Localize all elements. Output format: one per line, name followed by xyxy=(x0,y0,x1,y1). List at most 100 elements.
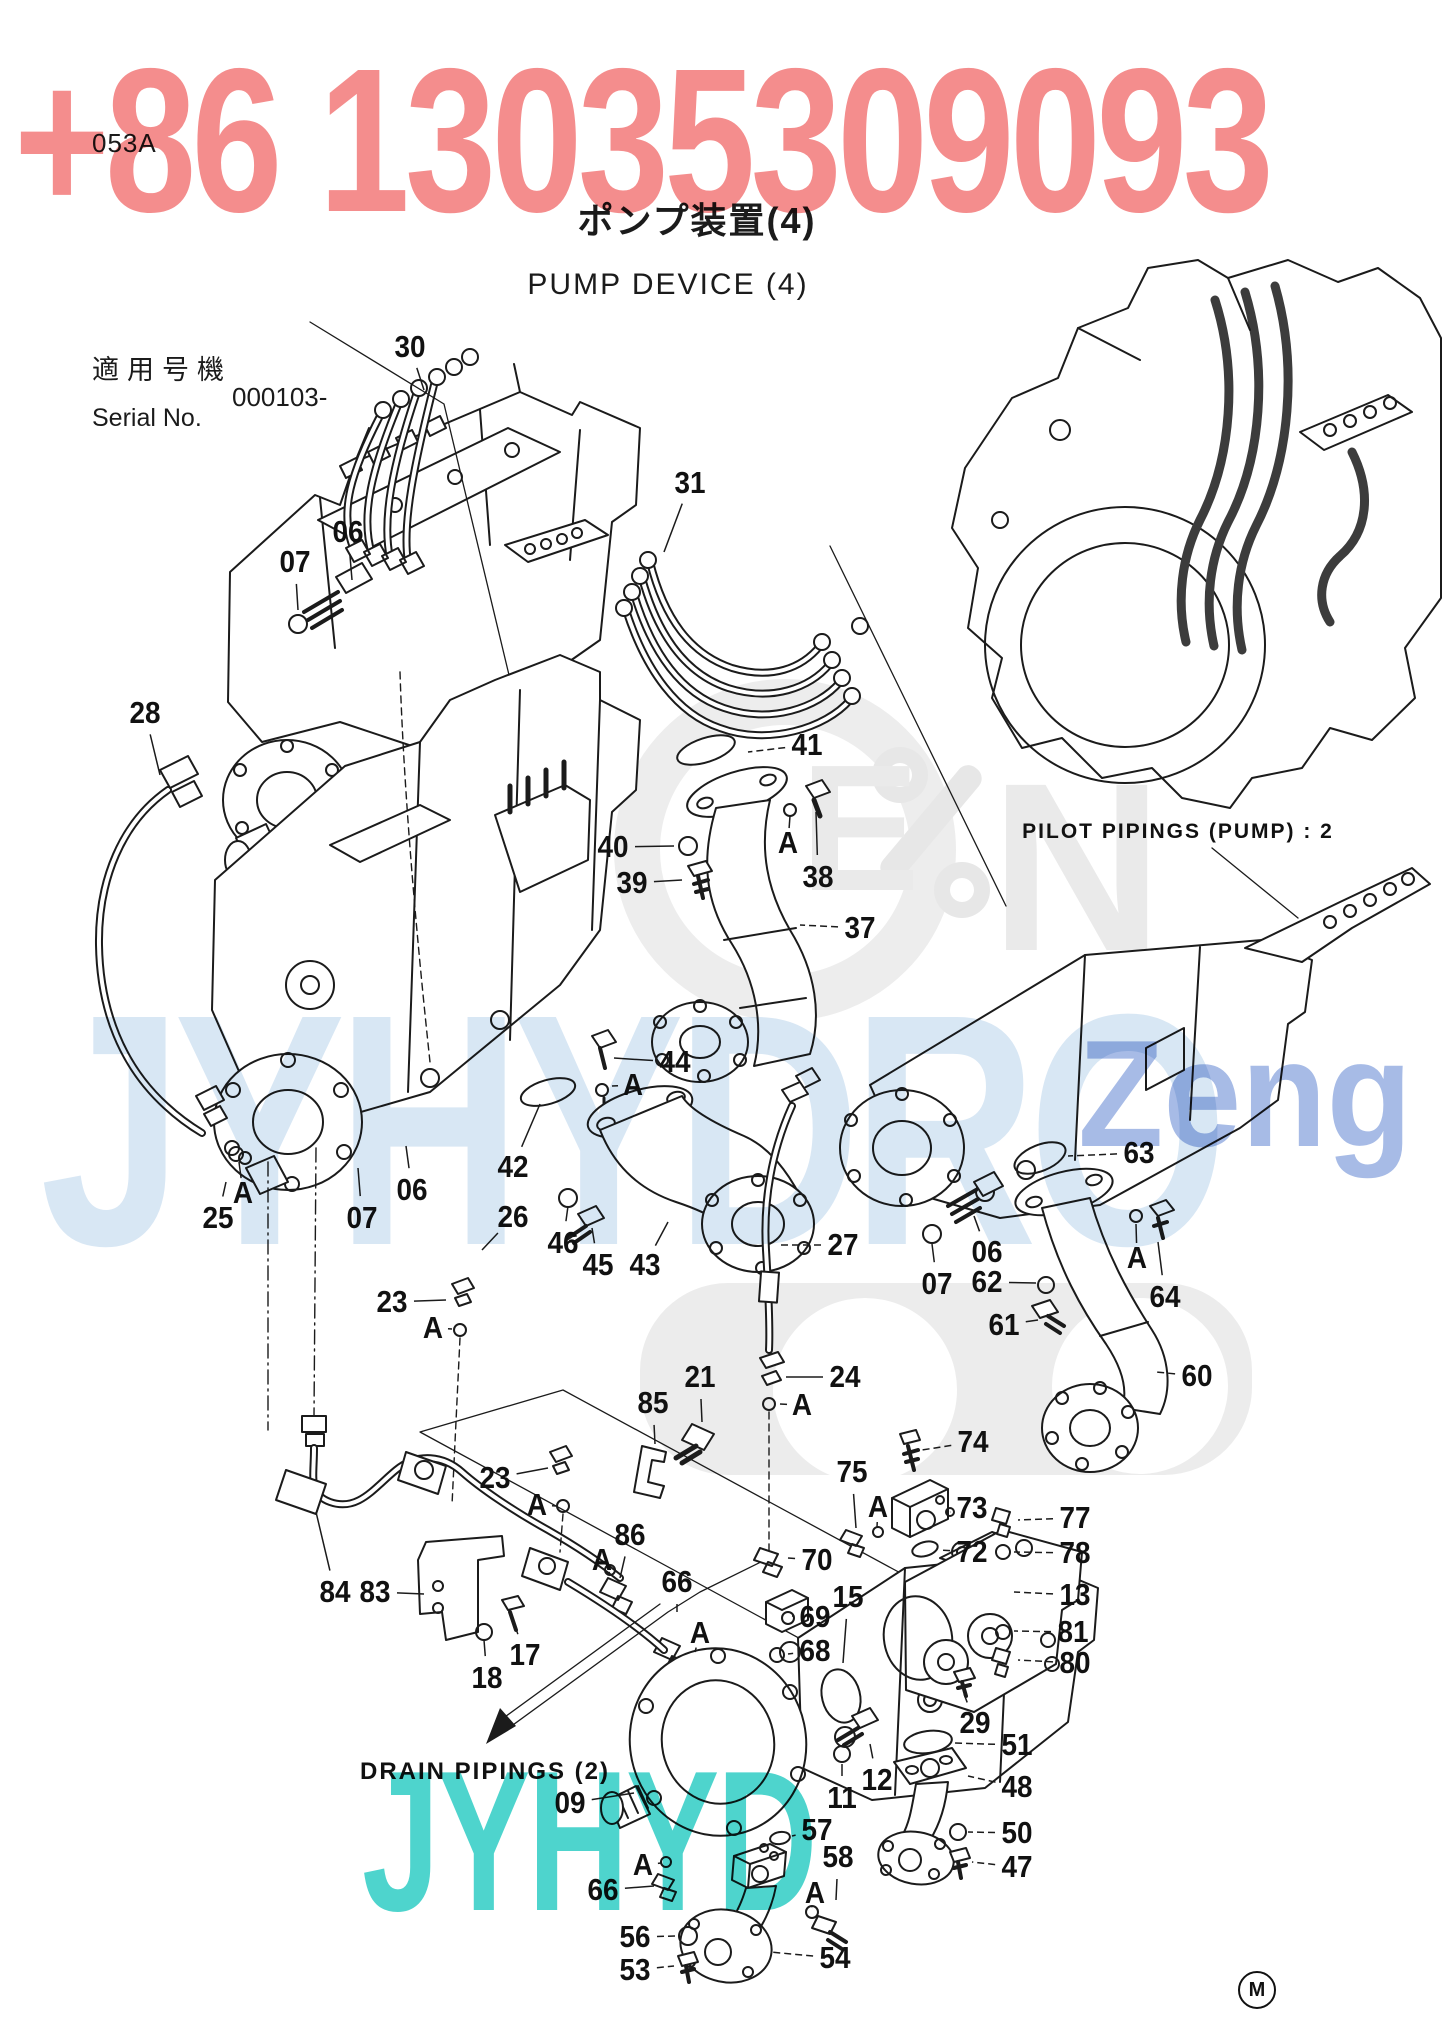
callout-64: 64 xyxy=(1149,1279,1181,1314)
bolt-06-washer-07-upper xyxy=(288,562,373,634)
fitting-cluster-center xyxy=(549,1445,704,1675)
callout-38: 38 xyxy=(802,859,834,894)
callout-18: 18 xyxy=(471,1660,503,1695)
page-title-english: PUMP DEVICE (4) xyxy=(527,268,809,301)
callout-a: A xyxy=(232,1175,254,1210)
fitting-cluster-right xyxy=(753,1429,1011,1846)
callout-69: 69 xyxy=(799,1599,831,1634)
callout-a: A xyxy=(591,1542,613,1577)
callout-47: 47 xyxy=(1001,1849,1033,1884)
callout-51: 51 xyxy=(1001,1727,1033,1762)
callout-42: 42 xyxy=(497,1149,529,1184)
callout-44: 44 xyxy=(659,1044,691,1079)
callout-66: 66 xyxy=(587,1872,619,1907)
callout-25: 25 xyxy=(202,1200,234,1235)
drain-arrow xyxy=(486,1557,770,1744)
callout-a: A xyxy=(867,1489,889,1524)
callout-54: 54 xyxy=(819,1940,851,1975)
section-lines xyxy=(267,1147,317,1431)
callout-37: 37 xyxy=(844,910,876,945)
callout-a: A xyxy=(689,1615,711,1650)
serial-number-value: 000103- xyxy=(232,382,328,412)
callout-a: A xyxy=(791,1387,813,1422)
callout-a: A xyxy=(422,1310,444,1345)
assembly-mark-M: M xyxy=(1238,1971,1276,2009)
callout-56: 56 xyxy=(619,1919,651,1954)
elbow-pipe-43 xyxy=(519,1029,815,1275)
callout-09: 09 xyxy=(554,1785,586,1820)
page-title-japanese: ポンプ装置(4) xyxy=(577,200,817,241)
callout-07: 07 xyxy=(279,544,311,579)
callout-78: 78 xyxy=(1059,1535,1091,1570)
callout-68: 68 xyxy=(799,1633,831,1668)
callout-45: 45 xyxy=(582,1247,614,1282)
callout-23: 23 xyxy=(479,1460,511,1495)
callout-30: 30 xyxy=(394,329,426,364)
callout-21: 21 xyxy=(684,1359,716,1394)
serial-label-english: Serial No. xyxy=(92,404,202,432)
callout-pilot-pipings-pump-2: PILOT PIPINGS (PUMP) : 2 xyxy=(1022,820,1334,843)
pilot-pump-right xyxy=(839,847,1431,1219)
callout-a: A xyxy=(804,1875,826,1910)
callout-84: 84 xyxy=(319,1574,351,1609)
callout-50: 50 xyxy=(1001,1815,1033,1850)
callout-85: 85 xyxy=(637,1385,669,1420)
callout-60: 60 xyxy=(1181,1358,1213,1393)
callout-drain-pipings-2-: DRAIN PIPINGS (2) xyxy=(359,1758,611,1785)
callout-31: 31 xyxy=(674,465,706,500)
callout-12: 12 xyxy=(861,1762,893,1797)
callout-66: 66 xyxy=(661,1564,693,1599)
callout-61: 61 xyxy=(988,1307,1020,1342)
callout-06: 06 xyxy=(396,1172,428,1207)
callout-27: 27 xyxy=(827,1227,859,1262)
callout-a: A xyxy=(1126,1240,1148,1275)
callout-74: 74 xyxy=(957,1424,989,1459)
callout-80: 80 xyxy=(1059,1645,1091,1680)
callout-07: 07 xyxy=(921,1266,953,1301)
callout-73: 73 xyxy=(956,1490,988,1525)
engine-assembly xyxy=(951,259,1442,809)
callout-a: A xyxy=(777,825,799,860)
hose-bundle-30 xyxy=(309,321,516,701)
elbow-54-assembly xyxy=(651,1843,848,1984)
callout-58: 58 xyxy=(822,1839,854,1874)
elbow-pipe-60 xyxy=(1014,1167,1169,1473)
serial-label-japanese: 適用号機 xyxy=(92,355,232,385)
callout-70: 70 xyxy=(801,1542,833,1577)
callout-75: 75 xyxy=(836,1454,868,1489)
callout-83: 83 xyxy=(359,1574,391,1609)
svg-text:E: E xyxy=(800,728,920,929)
fitting-23-upper xyxy=(451,1277,715,1506)
callout-17: 17 xyxy=(509,1637,541,1672)
callout-39: 39 xyxy=(616,865,648,900)
hose-27 xyxy=(757,1067,821,1557)
hose-bundle-31 xyxy=(615,545,1007,907)
callout-06: 06 xyxy=(971,1234,1003,1269)
callout-63: 63 xyxy=(1123,1135,1155,1170)
callout-a: A xyxy=(632,1847,654,1882)
callout-86: 86 xyxy=(614,1517,646,1552)
boundary-box xyxy=(419,1389,1036,1693)
callout-a: A xyxy=(526,1487,548,1522)
callout-06: 06 xyxy=(332,514,364,549)
hose-28 xyxy=(94,755,206,1137)
callout-77: 77 xyxy=(1059,1500,1091,1535)
callout-07: 07 xyxy=(346,1200,378,1235)
fasteners-right-cluster xyxy=(922,1171,1175,1335)
callout-57: 57 xyxy=(801,1812,833,1847)
main-pump-lower xyxy=(195,654,641,1195)
callout-24: 24 xyxy=(829,1359,861,1394)
callout-40: 40 xyxy=(597,829,629,864)
gear-pump-13 xyxy=(820,1529,1083,1724)
callout-13: 13 xyxy=(1059,1577,1091,1612)
page-code: 053A xyxy=(92,128,157,158)
callout-41: 41 xyxy=(791,727,823,762)
callout-62: 62 xyxy=(971,1264,1003,1299)
callout-72: 72 xyxy=(956,1534,988,1569)
callout-a: A xyxy=(622,1067,644,1102)
callout-48: 48 xyxy=(1001,1769,1033,1804)
callout-46: 46 xyxy=(547,1225,579,1260)
